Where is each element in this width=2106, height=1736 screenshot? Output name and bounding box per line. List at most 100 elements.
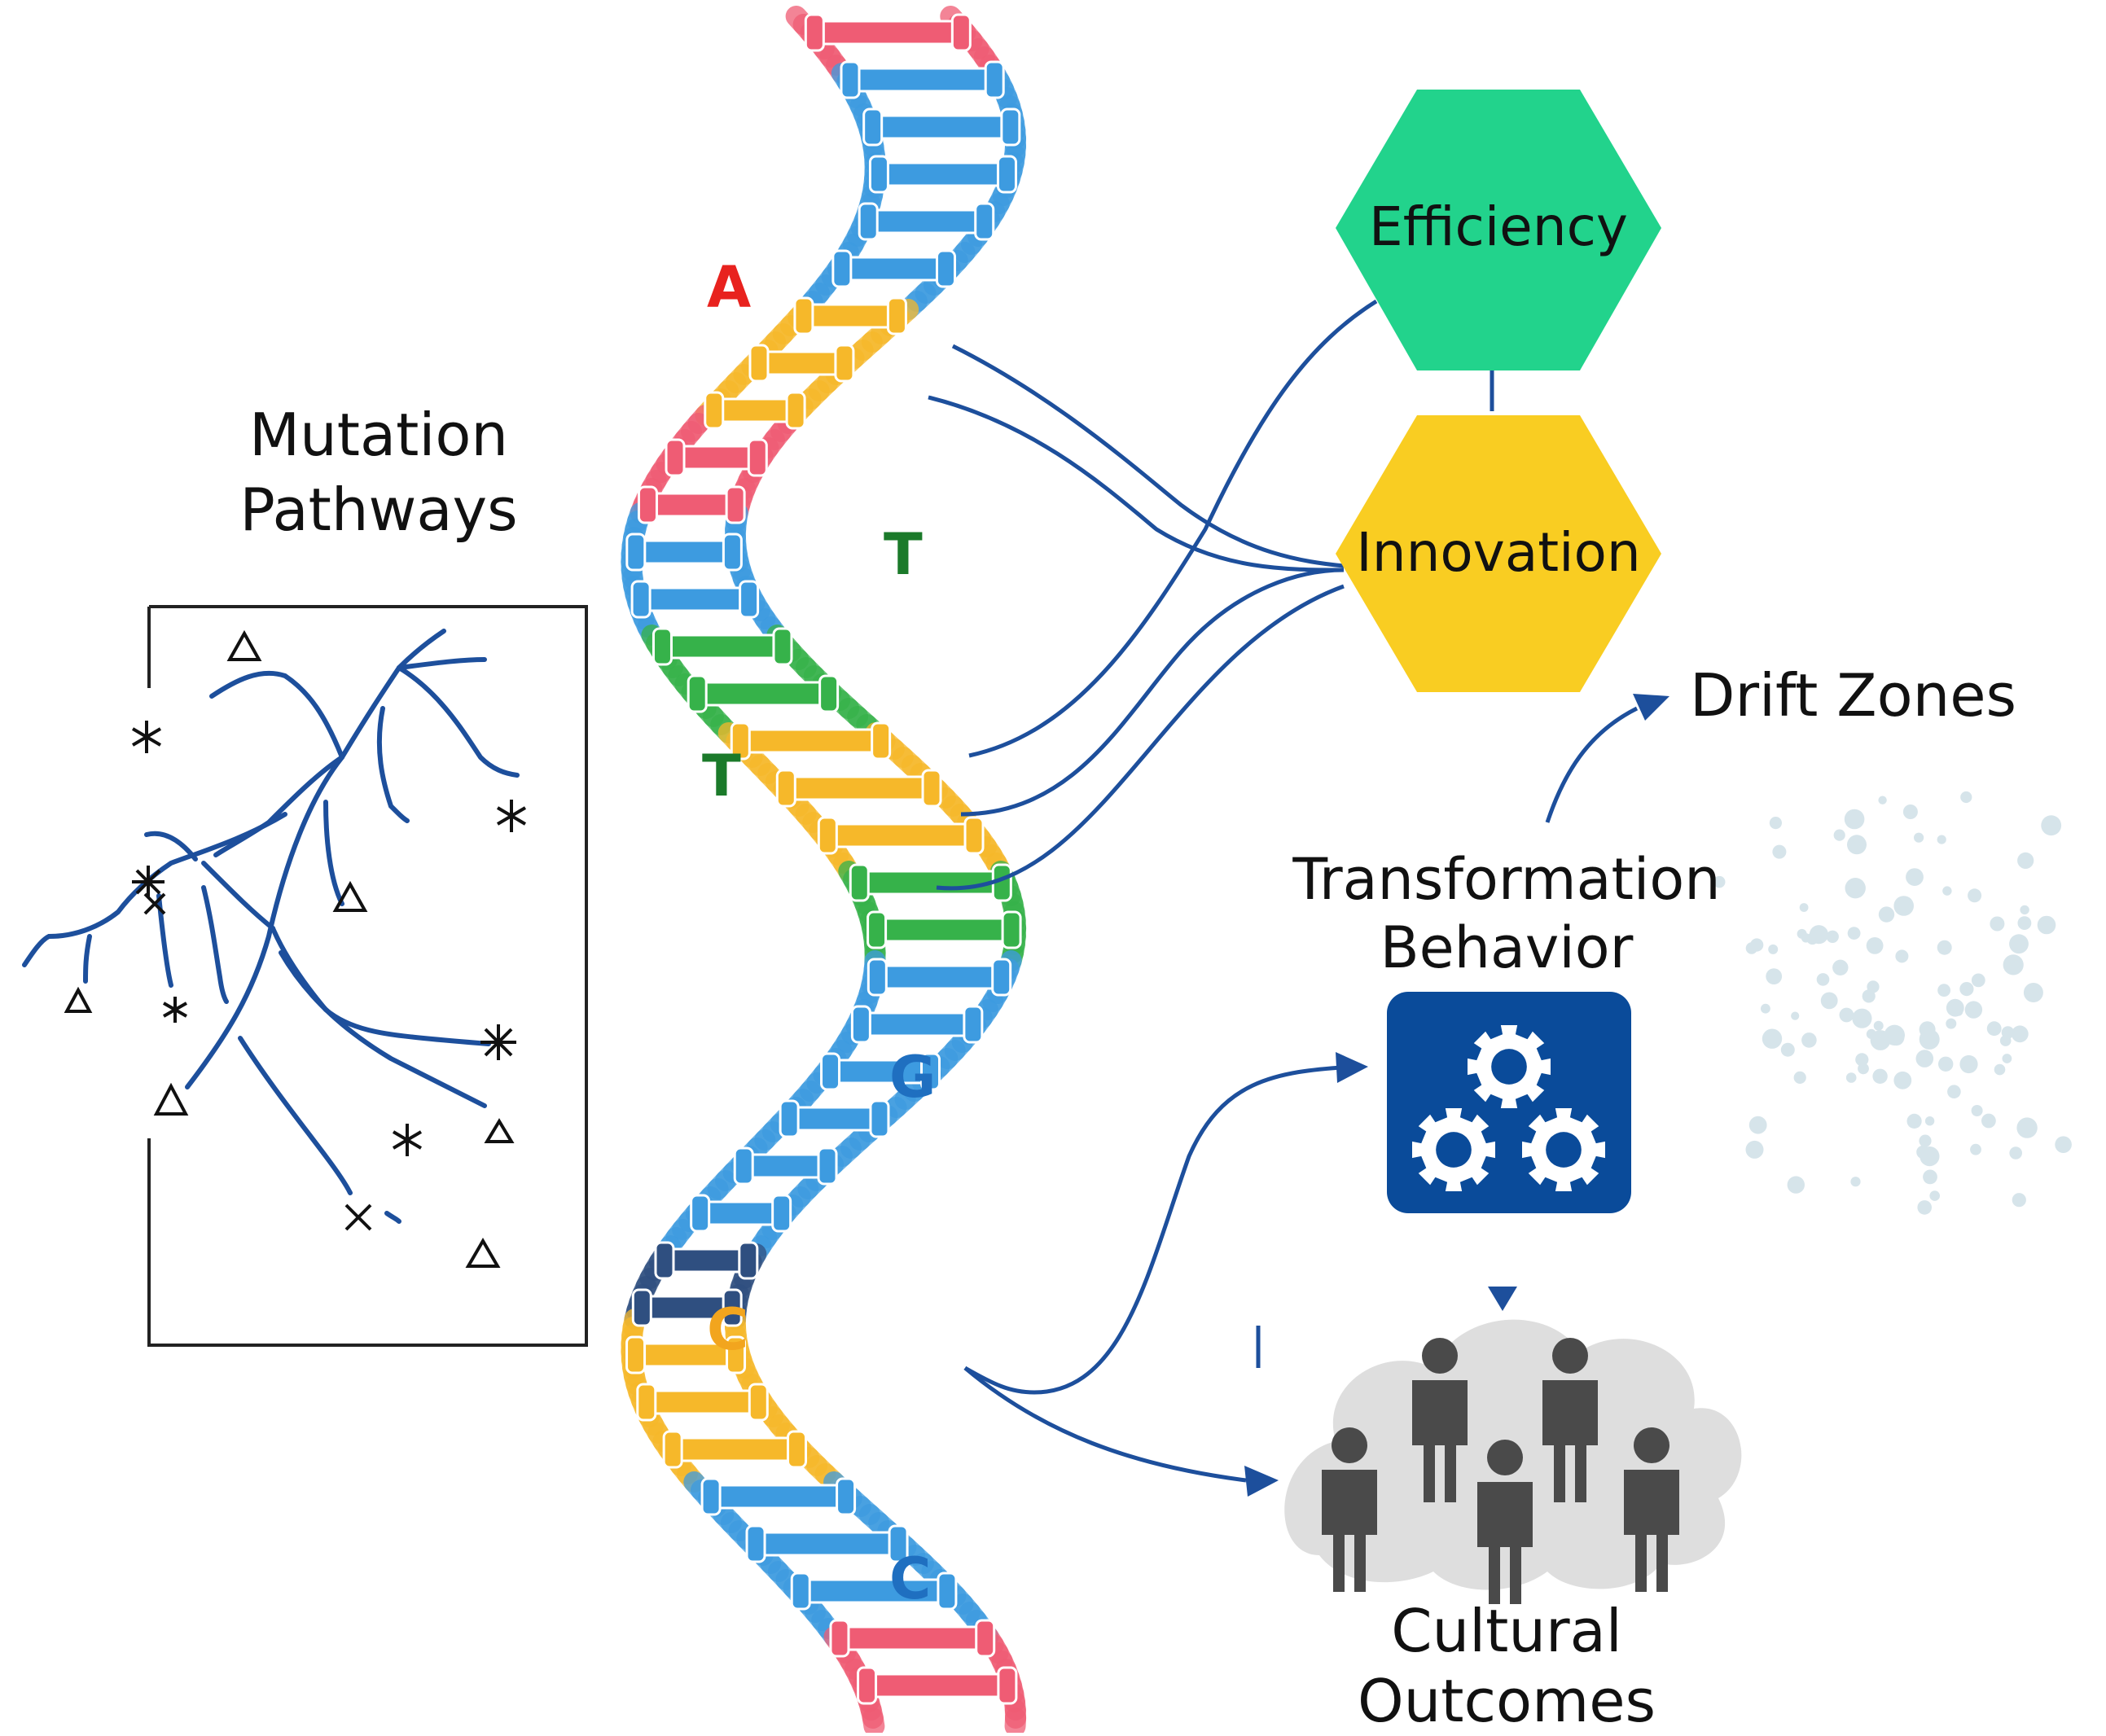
drift-dot bbox=[2024, 983, 2043, 1002]
drift-dot bbox=[1879, 906, 1894, 922]
drift-dot bbox=[2018, 916, 2032, 930]
innovation-label: Innovation bbox=[1336, 521, 1661, 584]
arrowhead-cultural bbox=[1244, 1466, 1279, 1497]
rung-end-cap bbox=[688, 676, 706, 712]
drift-dot bbox=[1827, 931, 1839, 943]
title-line1: Mutation bbox=[195, 397, 562, 472]
transformation-gears-icon[interactable] bbox=[1387, 992, 1631, 1213]
rung-end-cap bbox=[638, 1384, 656, 1420]
drift-dot bbox=[1862, 989, 1876, 1002]
line-a-innovation bbox=[953, 346, 1344, 566]
drift-dot bbox=[1906, 868, 1924, 886]
drift-dot bbox=[1874, 1021, 1884, 1031]
line-t-efficiency bbox=[969, 301, 1376, 756]
drift-dot bbox=[1872, 1069, 1887, 1084]
rung-end-cap bbox=[1002, 109, 1020, 145]
drift-dot bbox=[1772, 845, 1786, 859]
drift-dot bbox=[1937, 835, 1946, 844]
drift-dot bbox=[1768, 945, 1778, 954]
cultural-line1: Cultural bbox=[1319, 1596, 1694, 1666]
rung-end-cap bbox=[805, 15, 823, 50]
triangle-icon bbox=[156, 1086, 186, 1114]
rung-end-cap bbox=[868, 912, 886, 948]
rung-end-cap bbox=[664, 1431, 682, 1467]
drift-dot bbox=[1959, 982, 1973, 996]
rung-end-cap bbox=[859, 204, 877, 239]
drift-dot bbox=[1846, 1072, 1857, 1083]
base-pair-rung bbox=[863, 1674, 1011, 1697]
rung-end-cap bbox=[998, 1668, 1016, 1703]
rung-end-cap bbox=[749, 1384, 767, 1420]
efficiency-label: Efficiency bbox=[1336, 195, 1661, 258]
base-pair-rung bbox=[857, 1013, 976, 1036]
base-label-t2: T bbox=[702, 743, 741, 809]
drift-dot bbox=[1834, 830, 1845, 841]
rung-end-cap bbox=[993, 959, 1011, 995]
arrowhead-drift bbox=[1633, 694, 1669, 721]
rung-end-cap bbox=[818, 1148, 836, 1184]
drift-dot bbox=[1970, 1144, 1981, 1155]
drift-dot bbox=[1937, 940, 1952, 955]
person-icon bbox=[1552, 1338, 1588, 1374]
rung-end-cap bbox=[868, 959, 886, 995]
asterisk-icon bbox=[132, 866, 165, 898]
base-label-a: A bbox=[707, 254, 751, 321]
rung-end-cap bbox=[837, 1479, 855, 1515]
drift-dot bbox=[1893, 896, 1914, 916]
drift-dot bbox=[1903, 804, 1918, 819]
drift-dot bbox=[1917, 1200, 1932, 1215]
drift-dot bbox=[1990, 917, 2004, 932]
rung-end-cap bbox=[723, 534, 741, 570]
title-line2: Pathways bbox=[195, 472, 562, 547]
rung-end-cap bbox=[795, 298, 813, 334]
rung-end-cap bbox=[952, 15, 970, 50]
drift-dot bbox=[2003, 954, 2024, 975]
base-pair-rung bbox=[637, 588, 753, 611]
drift-dot bbox=[1766, 968, 1782, 984]
drift-dot bbox=[2009, 934, 2029, 953]
rung-end-cap bbox=[633, 1290, 651, 1326]
base-pair-rung bbox=[810, 21, 965, 44]
rung-end-cap bbox=[787, 392, 805, 428]
gear-hole bbox=[1491, 1049, 1527, 1085]
drift-dot bbox=[1867, 1029, 1876, 1039]
drift-dot bbox=[2003, 1054, 2012, 1063]
drift-dot bbox=[1800, 903, 1809, 912]
base-pair-rung bbox=[800, 305, 902, 327]
drift-dot bbox=[1994, 1064, 2006, 1076]
rung-end-cap bbox=[985, 62, 1003, 98]
dna-helix bbox=[627, 15, 1021, 1726]
drift-dot bbox=[1840, 1008, 1854, 1023]
base-pair-rung bbox=[643, 493, 739, 516]
rung-end-cap bbox=[702, 1479, 720, 1515]
rung-end-cap bbox=[871, 1101, 888, 1137]
triangle-icon bbox=[67, 990, 90, 1011]
base-pair-rung bbox=[836, 1627, 989, 1650]
rung-end-cap bbox=[998, 156, 1016, 192]
drift-dot bbox=[1850, 1177, 1860, 1186]
asterisk-icon bbox=[393, 1124, 421, 1156]
drift-dot bbox=[1959, 1055, 1977, 1073]
rung-end-cap bbox=[831, 1620, 849, 1656]
drift-dot bbox=[1923, 1170, 1937, 1185]
base-label-c1: C bbox=[707, 1296, 748, 1363]
drift-dot bbox=[1794, 1072, 1806, 1084]
drift-dot bbox=[1920, 1021, 1936, 1037]
rung-end-cap bbox=[923, 770, 941, 806]
drift-dot bbox=[1791, 1012, 1799, 1020]
drift-dot bbox=[1848, 927, 1861, 940]
drift-dot bbox=[1762, 1029, 1782, 1049]
person-icon bbox=[1634, 1427, 1669, 1463]
drift-dot bbox=[1920, 1146, 1939, 1166]
drift-dot bbox=[1884, 1025, 1905, 1046]
drift-dot bbox=[1845, 809, 1865, 830]
drift-dot bbox=[1946, 999, 1964, 1017]
base-label-t1: T bbox=[884, 521, 923, 588]
mutation-pathways-panel bbox=[24, 607, 586, 1345]
drift-dot bbox=[1749, 1116, 1767, 1134]
rung-end-cap bbox=[841, 62, 859, 98]
drift-dot bbox=[1968, 888, 1981, 902]
drift-dot bbox=[1937, 984, 1950, 997]
drift-dot bbox=[1981, 1114, 1996, 1129]
